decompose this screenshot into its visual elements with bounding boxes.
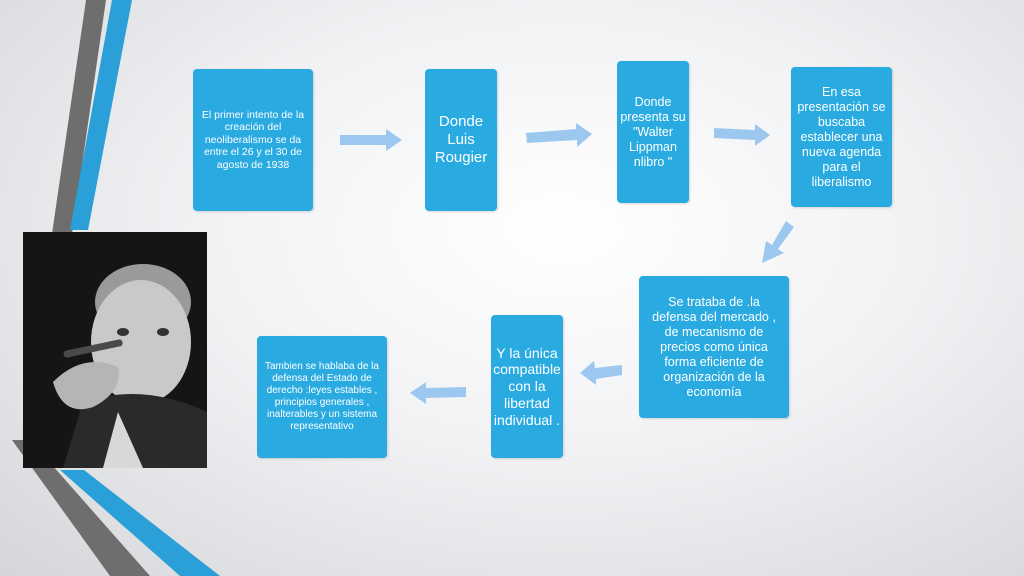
flow-box-1: El primer intento de la creación del neo… — [193, 69, 313, 211]
flow-box-6-text: Y la única compatible con la libertad in… — [493, 344, 561, 428]
flow-box-5: Se trataba de .la defensa del mercado , … — [639, 276, 789, 418]
flow-box-7: Tambien se hablaba de la defensa del Est… — [257, 336, 387, 458]
portrait-photo — [23, 232, 207, 468]
flow-box-1-text: El primer intento de la creación del neo… — [201, 108, 305, 171]
portrait-photo-icon — [23, 232, 207, 468]
flow-box-3-text: Donde presenta su "Walter Lippman nlibro… — [620, 94, 686, 169]
flow-box-6: Y la única compatible con la libertad in… — [491, 315, 563, 458]
arrow-4 — [762, 221, 794, 263]
flow-box-5-text: Se trataba de .la defensa del mercado , … — [652, 294, 776, 399]
flow-box-7-text: Tambien se hablaba de la defensa del Est… — [265, 361, 379, 432]
flow-box-4: En esa presentación se buscaba establece… — [791, 67, 892, 207]
arrow-2 — [526, 123, 592, 147]
flow-box-2: Donde Luis Rougier — [425, 69, 497, 211]
flow-box-2-text: Donde Luis Rougier — [434, 113, 488, 166]
flow-box-3: Donde presenta su "Walter Lippman nlibro… — [617, 61, 689, 203]
arrow-1 — [340, 129, 402, 151]
flow-box-4-text: En esa presentación se buscaba establece… — [797, 84, 886, 189]
arrow-6 — [410, 382, 466, 404]
arrow-5 — [580, 361, 622, 385]
arrow-3 — [714, 124, 770, 146]
